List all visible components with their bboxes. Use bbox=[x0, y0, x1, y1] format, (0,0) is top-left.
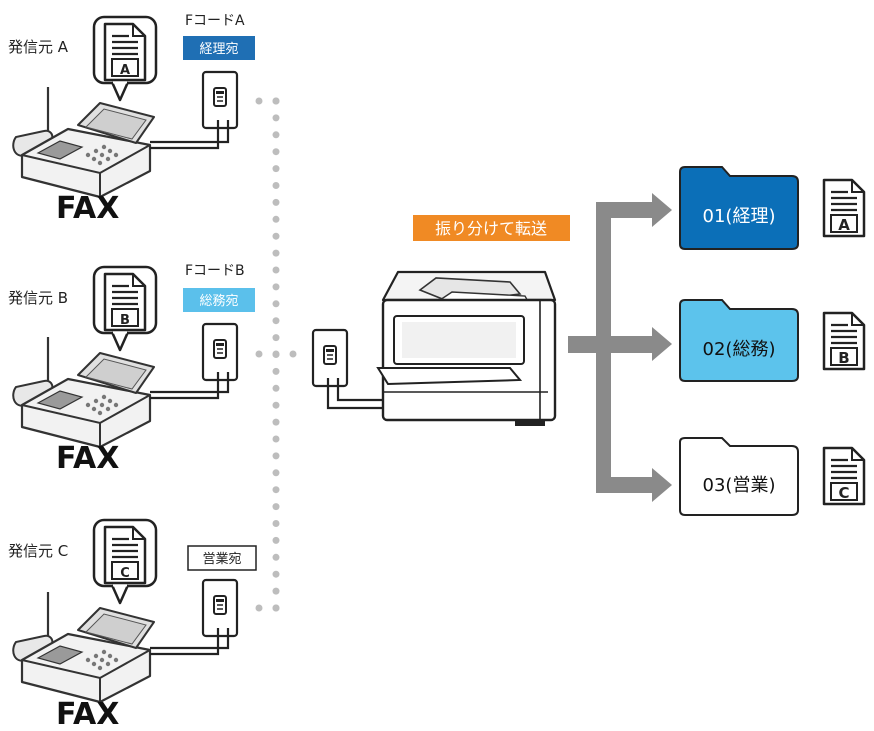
dotted-connection-line bbox=[272, 97, 280, 612]
sender-c: 発信元 C C 営業宛 FAX bbox=[8, 518, 280, 731]
connection-dot bbox=[272, 486, 280, 494]
connection-dot bbox=[272, 232, 280, 240]
fax-machine-icon bbox=[12, 590, 156, 704]
folder-02-label: 02(総務) bbox=[703, 339, 776, 360]
connection-dot bbox=[272, 334, 280, 342]
connection-dot bbox=[272, 536, 280, 544]
svg-text:総務宛: 総務宛 bbox=[199, 294, 238, 309]
routing-arrows bbox=[568, 193, 672, 502]
connection-dot bbox=[272, 520, 280, 527]
document-icon: B bbox=[103, 272, 147, 332]
connection-dot bbox=[272, 418, 280, 426]
connection-dot bbox=[272, 587, 280, 595]
phone-jack-icon bbox=[201, 322, 239, 382]
connection-dot bbox=[272, 182, 280, 189]
svg-text:B: B bbox=[838, 349, 849, 367]
fcode-a-label: FコードA bbox=[185, 13, 245, 29]
phone-jack-icon bbox=[311, 328, 349, 388]
connection-dot bbox=[272, 165, 280, 173]
phone-jack-icon bbox=[201, 578, 239, 638]
action-badge bbox=[413, 215, 570, 241]
connection-dot bbox=[272, 452, 280, 460]
connection-dot bbox=[272, 283, 280, 291]
connection-dot bbox=[272, 198, 280, 206]
folder-icon bbox=[679, 437, 799, 516]
connection-dot bbox=[272, 131, 280, 139]
folder-icon bbox=[679, 299, 799, 382]
document-icon: C bbox=[822, 446, 866, 506]
svg-text:A: A bbox=[838, 216, 850, 234]
sender-b-label: 発信元 B bbox=[8, 289, 68, 307]
connection-dot bbox=[272, 215, 280, 223]
connection-dot bbox=[272, 148, 280, 156]
folder-02: 02(総務) bbox=[679, 299, 799, 382]
connection-dot bbox=[272, 435, 280, 443]
multifunction-printer-icon bbox=[376, 270, 557, 426]
connection-dot bbox=[272, 249, 280, 257]
document-icon: C bbox=[103, 525, 147, 585]
document-icon: A bbox=[822, 178, 866, 238]
svg-text:A: A bbox=[120, 63, 130, 78]
connection-dot bbox=[272, 317, 280, 325]
fax-machine-icon bbox=[12, 85, 156, 199]
folder-icon bbox=[679, 166, 799, 250]
connection-dot bbox=[272, 114, 280, 122]
svg-text:B: B bbox=[120, 313, 130, 328]
svg-text:C: C bbox=[120, 566, 130, 581]
sender-a-label: 発信元 A bbox=[8, 38, 69, 56]
connection-dot bbox=[272, 266, 280, 274]
fax-label: FAX bbox=[56, 697, 119, 731]
connection-dot bbox=[272, 503, 280, 511]
action-banner: 振り分けて転送 bbox=[413, 215, 570, 241]
fax-label: FAX bbox=[56, 191, 119, 226]
folder-01-label: 01(経理) bbox=[703, 206, 776, 227]
folder-01: 01(経理) bbox=[679, 166, 799, 250]
connection-dot bbox=[272, 553, 280, 561]
fax-label: FAX bbox=[56, 441, 119, 476]
fcode-b-label: FコードB bbox=[185, 263, 245, 279]
folder-03: 03(営業) bbox=[679, 437, 799, 516]
document-icon: A bbox=[103, 22, 147, 82]
sender-c-label: 発信元 C bbox=[8, 542, 68, 560]
receiver bbox=[311, 270, 557, 426]
connection-dot bbox=[272, 401, 280, 409]
svg-text:営業宛: 営業宛 bbox=[202, 551, 241, 567]
connection-dot bbox=[272, 570, 280, 578]
tag-sales bbox=[187, 545, 257, 571]
document-icon: B bbox=[822, 311, 866, 371]
sender-b: 発信元 B B FコードB 総務宛 FAX bbox=[8, 263, 297, 476]
folder-03-label: 03(営業) bbox=[703, 475, 776, 496]
connection-dot bbox=[272, 384, 280, 392]
connection-dot bbox=[272, 367, 280, 375]
tag-accounting bbox=[183, 36, 255, 60]
sender-a: 発信元 A A FコードA 経理宛 FAX bbox=[8, 13, 280, 226]
svg-text:振り分けて転送: 振り分けて転送 bbox=[435, 219, 547, 238]
fax-machine-icon bbox=[12, 335, 156, 449]
phone-jack-icon bbox=[201, 70, 239, 130]
svg-text:C: C bbox=[838, 484, 849, 502]
connection-dot bbox=[272, 300, 280, 308]
svg-text:経理宛: 経理宛 bbox=[199, 42, 238, 57]
tag-general-affairs bbox=[183, 288, 255, 312]
connection-dot bbox=[272, 469, 280, 477]
